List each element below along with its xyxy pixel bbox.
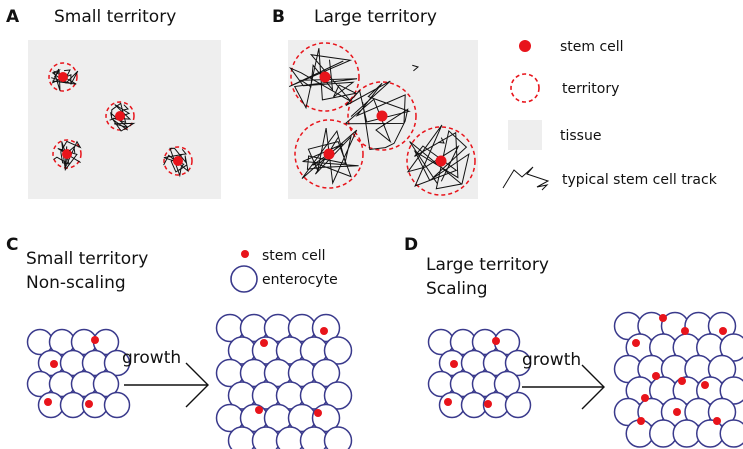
- stem-cell-track: [343, 80, 411, 151]
- panel-c-growth-label: growth: [122, 348, 181, 368]
- panel-c-letter: C: [6, 235, 18, 255]
- panel-d-growth-label: growth: [522, 350, 581, 370]
- enterocyte: [251, 426, 281, 449]
- enterocyte: [323, 381, 353, 410]
- legend-mid-stem-cell-icon: [241, 250, 249, 258]
- enterocyte: [493, 370, 521, 398]
- stem-cell: [58, 72, 68, 82]
- stem-cell: [632, 339, 640, 347]
- track-arrowhead: [69, 146, 76, 154]
- stem-cell: [85, 400, 93, 408]
- legend-enterocyte-label: enterocyte: [262, 272, 338, 288]
- stem-cell-track: [301, 128, 359, 185]
- panel-d-growth-arrow: [522, 364, 605, 410]
- stem-cell: [678, 377, 686, 385]
- territory-boundary: [347, 81, 417, 151]
- stem-cell: [641, 394, 649, 402]
- panel-b-letter: B: [272, 7, 285, 27]
- stem-cell: [91, 336, 99, 344]
- panel-c-tissue-after: [215, 313, 353, 449]
- stem-cell: [115, 111, 125, 121]
- stem-cell: [484, 400, 492, 408]
- stem-cell: [492, 337, 500, 345]
- stem-cell: [659, 314, 667, 322]
- stem-cell: [50, 360, 58, 368]
- stem-cell: [62, 149, 72, 159]
- stem-cell: [435, 155, 447, 167]
- legend-stem-cell-icon: [519, 40, 531, 52]
- enterocyte: [103, 349, 131, 377]
- stem-cell-track: [288, 48, 358, 110]
- legend-mid-stem-cell-label: stem cell: [262, 248, 326, 264]
- legend-track-label: typical stem cell track: [562, 172, 718, 188]
- enterocyte: [227, 426, 257, 449]
- stem-cell: [713, 417, 721, 425]
- stem-cell: [173, 156, 183, 166]
- stem-cell: [450, 360, 458, 368]
- stem-cell: [323, 148, 335, 160]
- stem-cell: [652, 372, 660, 380]
- stem-cell: [314, 409, 322, 417]
- legend-tissue-label: tissue: [560, 128, 601, 144]
- stem-cell: [637, 417, 645, 425]
- stem-cell: [44, 398, 52, 406]
- enterocyte: [92, 370, 120, 398]
- panel-d-tissue-before: [427, 328, 532, 419]
- stem-cell-track: [51, 68, 79, 91]
- legend-territory-label: territory: [562, 81, 619, 97]
- enterocyte: [719, 419, 743, 448]
- territory-boundary: [163, 146, 193, 176]
- enterocyte: [103, 391, 131, 419]
- panel-c-tissue-before: [26, 328, 131, 419]
- stem-cell-track: [163, 147, 189, 178]
- stem-cell: [681, 327, 689, 335]
- stem-cell: [320, 327, 328, 335]
- legend-stem-cell-label: stem cell: [560, 39, 624, 55]
- enterocyte: [299, 426, 329, 449]
- panel-a-letter: A: [6, 7, 20, 27]
- enterocyte: [311, 358, 341, 388]
- track-arrowhead: [63, 69, 71, 76]
- stem-cell: [376, 110, 388, 122]
- legend-track-icon: [502, 166, 550, 191]
- track-arrowhead: [437, 137, 445, 144]
- stem-cell: [701, 381, 709, 389]
- enterocyte: [504, 349, 532, 377]
- panel-d-title-line1: Large territory: [426, 255, 549, 275]
- panel-a-title: Small territory: [54, 7, 176, 27]
- legend-tissue-icon: [508, 120, 542, 150]
- panel-a-territories: [48, 62, 193, 178]
- stem-cell-track: [406, 124, 470, 190]
- territory-boundary: [48, 62, 78, 92]
- panel-b-territories: [288, 42, 476, 196]
- panel-c-title-line1: Small territory: [26, 249, 148, 269]
- stem-cell: [260, 339, 268, 347]
- stem-cell: [673, 408, 681, 416]
- territory-boundary: [290, 42, 360, 112]
- legend-enterocyte-icon: [230, 265, 258, 293]
- stem-cell: [719, 327, 727, 335]
- panel-d-letter: D: [404, 235, 418, 255]
- panel-d-tissue-after: [613, 311, 743, 448]
- enterocyte: [323, 426, 353, 449]
- stem-cell: [319, 71, 331, 83]
- stem-cell: [444, 398, 452, 406]
- territory-boundary: [294, 119, 364, 189]
- territory-boundary: [406, 126, 476, 196]
- enterocyte: [323, 336, 353, 365]
- panel-c-title-line2: Non-scaling: [26, 273, 126, 293]
- legend-territory-icon: [510, 73, 540, 103]
- track-arrowhead: [412, 64, 420, 72]
- stem-cell: [255, 406, 263, 414]
- track-arrowhead: [122, 104, 129, 111]
- enterocyte: [275, 426, 305, 449]
- panel-d-title-line2: Scaling: [426, 279, 488, 299]
- panel-b-title: Large territory: [314, 7, 437, 27]
- track-arrowhead: [179, 148, 187, 156]
- enterocyte: [504, 391, 532, 419]
- panel-c-growth-arrow: [124, 362, 209, 408]
